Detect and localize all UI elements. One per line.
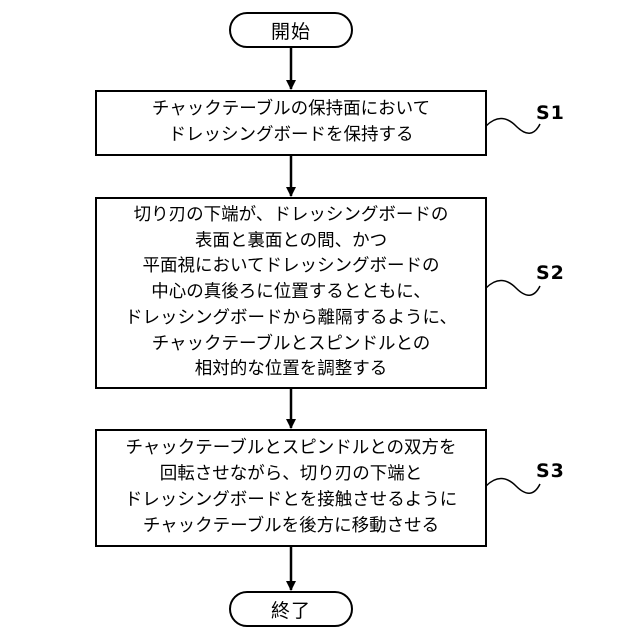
end-label: 終了 xyxy=(271,596,311,623)
step-s3-line: ドレッシングボードとを接触させるように xyxy=(125,488,458,514)
leader-s3 xyxy=(486,479,540,494)
start-terminal: 開始 xyxy=(229,12,353,48)
step-s2-line: チャックテーブルとスピンドルとの xyxy=(152,332,431,358)
step-s3-line: チャックテーブルを後方に移動させる xyxy=(143,514,439,540)
step-s1-label: S1 xyxy=(536,102,565,124)
step-s3-line: 回転させながら、切り刃の下端と xyxy=(160,462,423,488)
step-s2-line: ドレッシングボードから離隔するように、 xyxy=(125,306,457,332)
step-s3-label: S3 xyxy=(536,460,565,482)
step-s1-line: チャックテーブルの保持面において xyxy=(152,97,430,123)
leader-s1 xyxy=(486,119,540,134)
leader-s2 xyxy=(486,281,540,296)
step-s2-box: 切り刃の下端が、ドレッシングボードの 表面と裏面との間、かつ 平面視においてドレ… xyxy=(95,197,487,389)
step-s1-box: チャックテーブルの保持面において ドレッシングボードを保持する xyxy=(95,90,487,156)
step-s2-line: 中心の真後ろに位置するとともに、 xyxy=(151,280,430,306)
end-terminal: 終了 xyxy=(229,591,353,627)
step-s2-line: 表面と裏面との間、かつ xyxy=(195,229,387,255)
step-s1-line: ドレッシングボードを保持する xyxy=(169,123,414,149)
step-s3-line: チャックテーブルとスピンドルとの双方を xyxy=(125,436,456,462)
step-s2-line: 相対的な位置を調整する xyxy=(195,357,388,383)
step-s2-line: 平面視においてドレッシングボードの xyxy=(143,254,440,280)
step-s2-label: S2 xyxy=(536,262,565,284)
step-s2-line: 切り刃の下端が、ドレッシングボードの xyxy=(134,203,449,229)
start-label: 開始 xyxy=(271,17,311,44)
step-s3-box: チャックテーブルとスピンドルとの双方を 回転させながら、切り刃の下端と ドレッシ… xyxy=(95,429,487,547)
